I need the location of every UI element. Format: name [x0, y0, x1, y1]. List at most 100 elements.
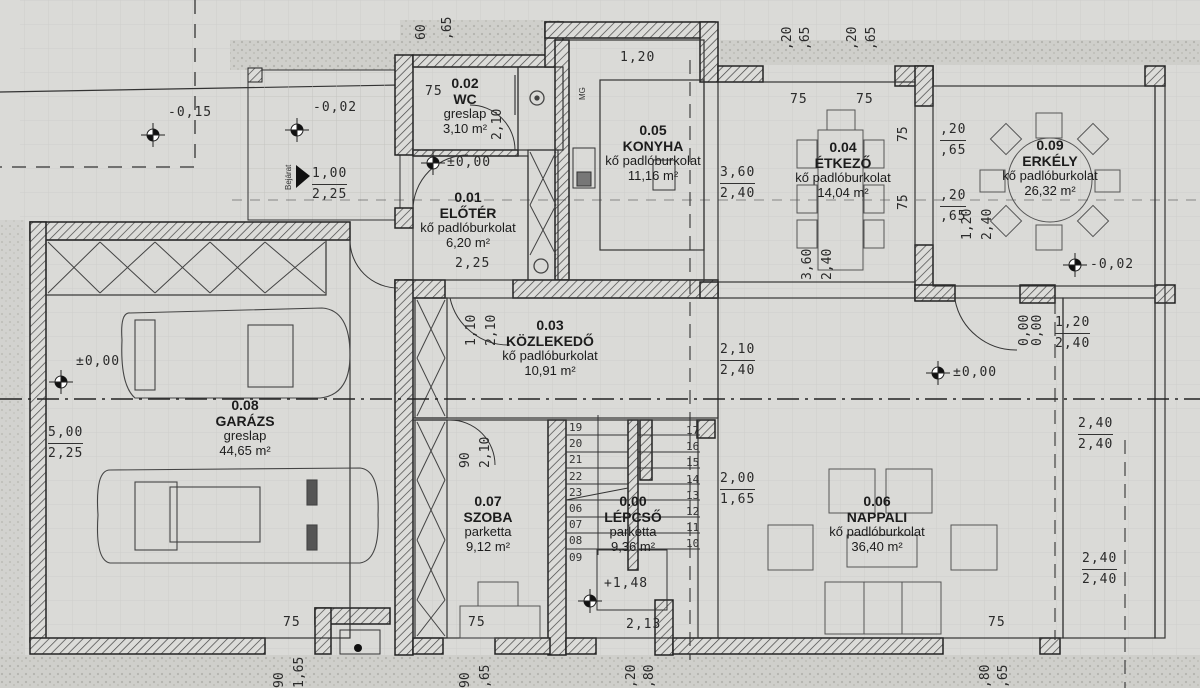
dim-szoba-door-b: 2,10	[478, 436, 493, 468]
dim-szoba-door-a: 90	[458, 452, 473, 468]
dim-bottom-90-a: 90	[272, 672, 287, 688]
dim-terrace-door-b: 0,00	[1030, 314, 1045, 346]
room-label-kozlekedo: 0.03 KÖZLEKEDŐ kő padlóburkolat 10,91 m²	[502, 317, 598, 378]
room-name: KÖZLEKEDŐ	[506, 332, 594, 349]
opening-nappali-right-1: 2,40 2,40	[1078, 414, 1114, 455]
room-number: 0.04	[829, 139, 857, 155]
opening-width: 3,60	[720, 163, 756, 184]
stair-step-number: 21	[569, 453, 583, 467]
entrance-label: Bejárat	[284, 164, 293, 190]
stair-step-number: 10	[686, 537, 700, 551]
door-swings	[349, 104, 1018, 466]
room-floor: kő padlóburkolat	[502, 348, 598, 364]
room-area: 44,65 m²	[219, 442, 271, 458]
room-number: 0.03	[536, 317, 564, 333]
opening-height: 2,25	[48, 446, 84, 461]
dim-etk-side-75-a: 75	[896, 126, 911, 142]
dim-bottom-80: ,80	[642, 664, 657, 688]
dining-table	[796, 109, 885, 271]
room-number: 0.00	[619, 493, 647, 509]
room-floor: kő padlóburkolat	[420, 220, 516, 236]
room-floor: parketta	[464, 524, 512, 540]
stair-step-number: 14	[686, 472, 700, 486]
stair-step-number: 12	[686, 505, 700, 518]
stair-step-number: 20	[569, 437, 583, 451]
room-name: ERKÉLY	[1022, 152, 1078, 169]
opening-width: 2,40	[1082, 549, 1118, 570]
room-number: 0.06	[863, 493, 891, 509]
dim-etk-top-2b: ,65	[864, 26, 879, 50]
stair-step-number: 22	[569, 469, 583, 483]
wc-fixtures	[514, 75, 549, 274]
car-bottom	[96, 467, 379, 564]
interior-lines	[45, 39, 1166, 639]
opening-height: 2,40	[1055, 336, 1091, 351]
room-area: 26,32 m²	[1024, 182, 1076, 198]
opening-width: 1,00	[312, 164, 348, 185]
level-nappali: ±0,00	[953, 365, 998, 380]
stair-step-number: 16	[686, 440, 700, 454]
room-floor: kő padlóburkolat	[605, 153, 701, 169]
room-number: 0.09	[1036, 137, 1064, 153]
stair-step-number: 13	[686, 488, 700, 502]
room-label-nappali: 0.06 NAPPALI kő padlóburkolat 36,40 m²	[829, 493, 925, 554]
opening-terrace-door: 1,20 2,40	[1055, 313, 1091, 354]
room-number: 0.02	[451, 75, 479, 91]
opening-garage-door: 5,00 2,25	[48, 423, 84, 464]
dim-wc-top-b: ,65	[440, 16, 455, 40]
room-label-lepcso: 0.00 LÉPCSŐ parketta 9,36 m²	[604, 493, 662, 554]
room-number: 0.07	[474, 493, 502, 509]
opening-height: 2,40	[720, 363, 756, 378]
stair-step-number: 11	[686, 521, 700, 535]
living-room-furniture	[767, 468, 998, 635]
room-area: 10,91 m²	[524, 362, 576, 378]
car-top	[121, 307, 351, 399]
room-label-etkezo: 0.04 ÉTKEZŐ kő padlóburkolat 14,04 m²	[795, 139, 891, 200]
room-floor: kő padlóburkolat	[1002, 168, 1098, 184]
dim-bottom-65-c: ,65	[996, 664, 1011, 688]
room-floor: greslap	[223, 428, 267, 444]
opening-height: 2,25	[312, 187, 348, 202]
dim-etk-75-a: 75	[790, 92, 808, 107]
staircase	[565, 415, 700, 611]
opening-etk-win-1: ,20,65	[940, 120, 967, 161]
room-floor: kő padlóburkolat	[795, 170, 891, 186]
room-label-eloter: 0.01 ELŐTÉR kő padlóburkolat 6,20 m²	[420, 189, 516, 250]
room-area: 9,36 m²	[610, 538, 656, 554]
appliance-label: MG	[578, 87, 587, 100]
opening-entry: 1,00 2,25	[312, 164, 348, 205]
room-floor: greslap	[443, 106, 487, 122]
dim-etk-side-75-b: 75	[896, 194, 911, 210]
stair-step-number: 19	[569, 421, 583, 434]
opening-width: 2,40	[1078, 414, 1114, 435]
kitchen-units	[572, 147, 676, 191]
opening-height: ,65	[940, 143, 967, 158]
room-label-garazs: 0.08 GARÁZS greslap 44,65 m²	[215, 397, 274, 458]
room-floor: kő padlóburkolat	[829, 524, 925, 540]
dim-eloter-door: 2,25	[455, 256, 491, 271]
level-outside-left: -0,15	[168, 105, 213, 120]
opening-height: 2,40	[1078, 437, 1114, 452]
room-area: 9,12 m²	[465, 538, 511, 554]
opening-width: 5,00	[48, 423, 84, 444]
dim-etk-top-1b: ,65	[798, 26, 813, 50]
stair-step-number: 08	[569, 534, 583, 548]
dim-erk-door-a: 1,20	[960, 208, 975, 240]
stair-step-number: 07	[569, 518, 583, 532]
storage-cabinets	[47, 151, 557, 637]
dim-etk-top-2a: ,20	[845, 26, 860, 50]
opening-width: ,20	[940, 186, 967, 207]
room-area: 3,10 m²	[442, 120, 488, 136]
dim-etk-top-1a: ,20	[780, 26, 795, 50]
room-label-konyha: 0.05 KONYHA kő padlóburkolat 11,16 m²	[605, 122, 701, 183]
opening-width: 1,20	[1055, 313, 1091, 334]
dim-bottom-75-c: 75	[988, 615, 1006, 630]
stair-step-number: 06	[569, 502, 583, 515]
dim-bottom-80-c: ,80	[978, 664, 993, 688]
room-number: 0.08	[231, 397, 259, 413]
dim-wc-door: 2,10	[490, 108, 505, 140]
